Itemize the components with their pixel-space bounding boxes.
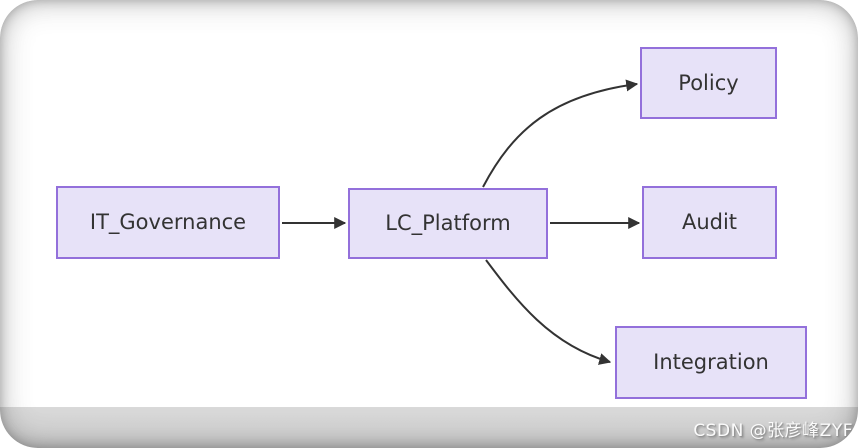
- node-policy: Policy: [640, 47, 777, 119]
- watermark-bar: [0, 407, 858, 448]
- csdn-watermark: CSDN @张彦峰ZYF: [693, 421, 853, 441]
- node-it-governance: IT_Governance: [56, 186, 280, 259]
- node-integration: Integration: [615, 326, 807, 399]
- node-lc-platform: LC_Platform: [348, 188, 548, 259]
- node-audit: Audit: [642, 186, 777, 259]
- edge-lcplatform-policy: [482, 79, 639, 188]
- edge-lcplatform-integration: [485, 259, 612, 365]
